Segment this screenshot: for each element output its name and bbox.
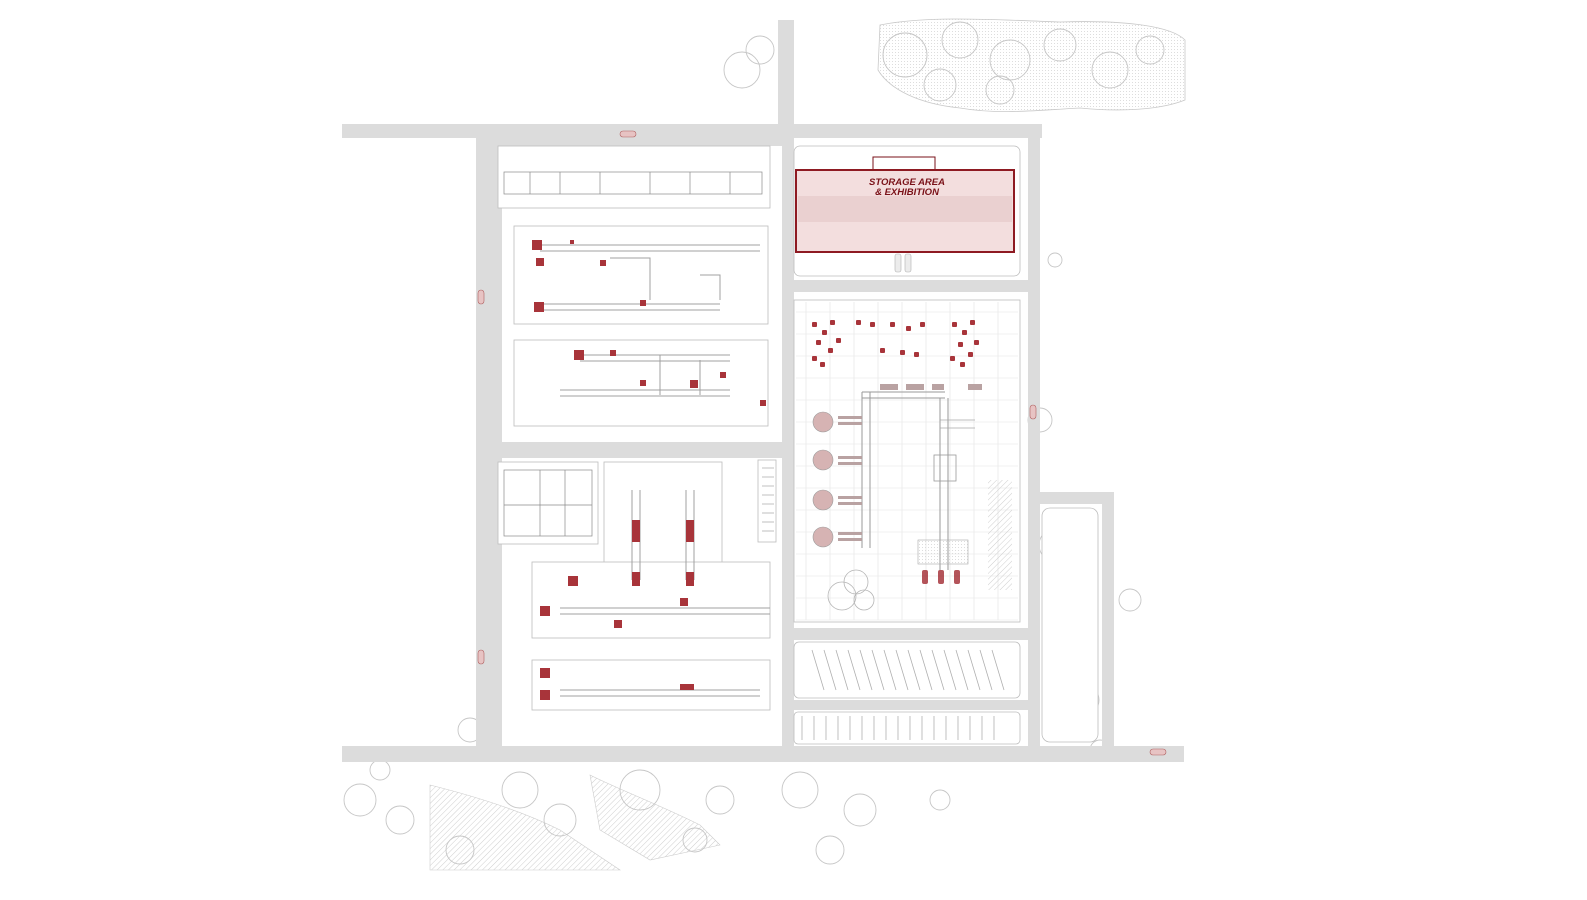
storage-cars [894,253,912,273]
road-east-cross-1 [794,280,1028,292]
road-east-cross-3 [794,700,1028,710]
tree-24 [619,769,661,811]
tree-mass-northeast [877,18,1186,112]
tree-7 [1135,35,1165,65]
road-north-access [778,20,794,138]
production-lines [540,244,770,697]
block-production-4 [531,561,771,639]
tree-20 [343,783,377,817]
tree-32 [929,789,951,811]
road-mid-cross [488,442,782,458]
road-north [342,124,1042,138]
storage-exhibition-highlight: STORAGE AREA & EXHIBITION [795,156,1015,273]
tree-17 [1118,588,1142,612]
block-production-1 [513,225,769,325]
tree-22 [501,771,539,809]
road-markers [477,130,1167,756]
block-green-east [1041,507,1099,743]
tree-0 [723,51,761,89]
block-admin-south [497,461,599,545]
tree-27 [843,793,877,827]
road-inner-west-upper [488,138,502,442]
tree-10 [1047,252,1063,268]
block-production-5 [531,659,771,711]
road-far-east [1102,492,1114,746]
tree-30 [682,827,708,853]
block-parking-small [757,459,777,543]
road-east [1028,138,1040,746]
storage-label-line1: STORAGE AREA [869,177,945,188]
block-parking-diagonal [793,641,1021,699]
tree-6 [1091,51,1129,89]
road-inner-top [488,138,782,146]
tree-9 [923,68,957,102]
road-far-east-top [1040,492,1114,504]
road-south [342,746,1184,762]
tree-28 [815,835,845,865]
tree-26 [781,771,819,809]
hatched-area-south [429,784,621,871]
hatched-area-south-2 [589,774,721,861]
tree-21 [385,805,415,835]
west-blocks [497,145,777,711]
block-parking-straight [793,711,1021,745]
admin-building-outlines [503,171,763,537]
tree-1 [745,35,775,65]
central-plant-details [812,320,1012,611]
road-central [782,138,794,746]
tree-8 [985,75,1015,105]
tree-31 [445,835,475,865]
production-equipment [532,240,766,700]
tree-5 [1043,28,1077,62]
tree-2 [882,32,928,78]
storage-roof-tab [872,156,936,171]
tree-29 [369,759,391,781]
tree-25 [705,785,735,815]
road-east-cross-2 [794,628,1028,640]
storage-label-line2: & EXHIBITION [875,187,940,198]
storage-exhibition-band [798,196,1012,222]
tree-23 [543,803,577,837]
tree-3 [941,21,979,59]
road-west [476,138,488,746]
block-admin-north [497,145,771,209]
parking-markings [762,467,1005,740]
